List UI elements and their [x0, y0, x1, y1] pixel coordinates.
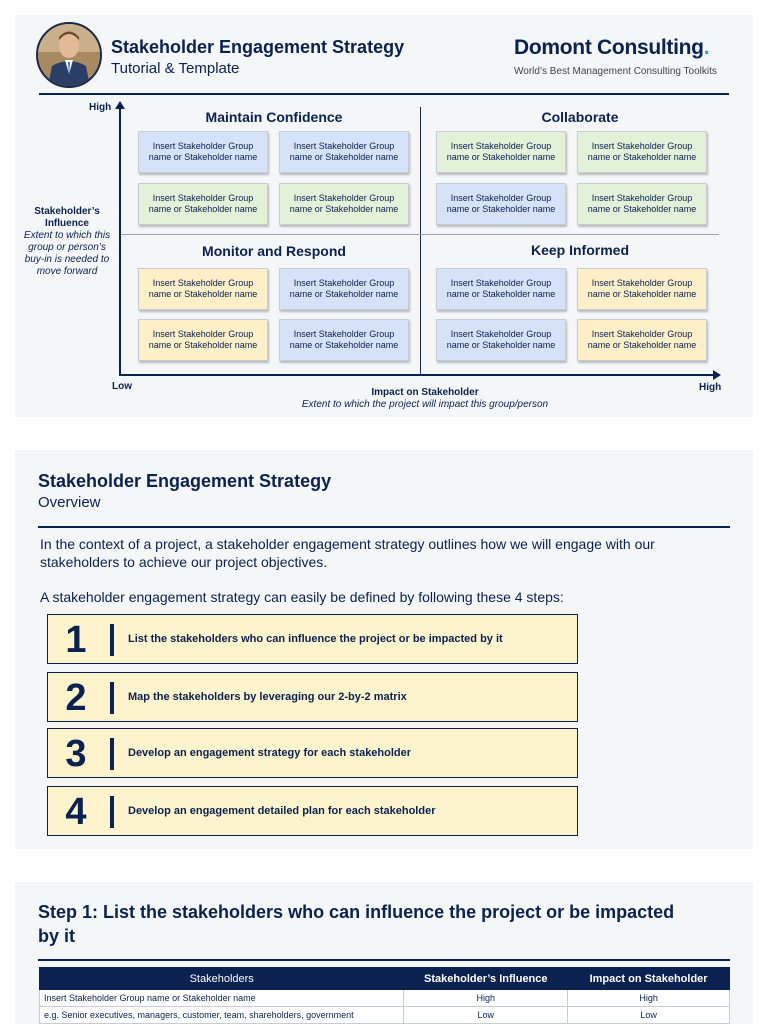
quadrant-title-collaborate: Collaborate — [430, 109, 730, 125]
table-row: Insert Stakeholder Group name or Stakeho… — [40, 990, 730, 1007]
x-axis-title-block: Impact on Stakeholder Extent to which th… — [221, 387, 629, 411]
stakeholder-card[interactable]: Insert Stakeholder Group name or Stakeho… — [577, 268, 707, 310]
overview-intro-paragraph: In the context of a project, a stakehold… — [40, 535, 720, 571]
x-axis-high-label: High — [699, 382, 721, 393]
step-description: Map the stakeholders by leveraging our 2… — [128, 691, 407, 703]
brand-tagline: World’s Best Management Consulting Toolk… — [514, 66, 717, 77]
step-separator — [110, 682, 114, 714]
x-axis-arrow-icon — [713, 370, 721, 380]
step1-title: Step 1: List the stakeholders who can in… — [38, 900, 678, 948]
step-number: 3 — [58, 733, 94, 776]
y-axis-arrow-icon — [115, 101, 125, 109]
stakeholder-card[interactable]: Insert Stakeholder Group name or Stakeho… — [138, 131, 268, 173]
stakeholder-card[interactable]: Insert Stakeholder Group name or Stakeho… — [436, 268, 566, 310]
header-subtitle: Tutorial & Template — [111, 60, 239, 77]
stakeholder-card[interactable]: Insert Stakeholder Group name or Stakeho… — [138, 319, 268, 361]
header-title: Stakeholder Engagement Strategy — [111, 37, 404, 58]
overview-slide: Stakeholder Engagement Strategy Overview… — [15, 450, 753, 849]
overview-steps-intro: A stakeholder engagement strategy can ea… — [40, 588, 720, 606]
step-separator — [110, 796, 114, 828]
stakeholder-cell[interactable]: e.g. Senior executives, managers, custom… — [40, 1007, 404, 1024]
y-axis-line — [119, 107, 121, 375]
y-axis-title-block: Stakeholder’s Influence Extent to which … — [19, 206, 115, 278]
brand-dot: . — [704, 36, 710, 59]
step-number: 1 — [58, 619, 94, 662]
stakeholder-card[interactable]: Insert Stakeholder Group name or Stakeho… — [436, 319, 566, 361]
brand-name: Domont Consulting — [514, 36, 704, 59]
stakeholder-card[interactable]: Insert Stakeholder Group name or Stakeho… — [577, 183, 707, 225]
step-box: 3 Develop an engagement strategy for eac… — [47, 728, 578, 778]
stakeholder-card[interactable]: Insert Stakeholder Group name or Stakeho… — [279, 268, 409, 310]
matrix-horizontal-divider — [121, 234, 719, 235]
impact-cell[interactable]: Low — [568, 1007, 730, 1024]
brand-logo: Domont Consulting. — [514, 36, 709, 60]
matrix-vertical-divider — [420, 107, 421, 374]
overview-subtitle: Overview — [38, 494, 101, 511]
stakeholder-card[interactable]: Insert Stakeholder Group name or Stakeho… — [577, 131, 707, 173]
column-header-impact: Impact on Stakeholder — [568, 968, 730, 990]
step-box: 1 List the stakeholders who can influenc… — [47, 614, 578, 664]
table-header-row: Stakeholders Stakeholder’s Influence Imp… — [40, 968, 730, 990]
overview-divider — [38, 526, 730, 528]
stakeholder-card[interactable]: Insert Stakeholder Group name or Stakeho… — [577, 319, 707, 361]
stakeholder-card[interactable]: Insert Stakeholder Group name or Stakeho… — [279, 319, 409, 361]
column-header-influence: Stakeholder’s Influence — [404, 968, 568, 990]
header-divider — [39, 93, 729, 95]
stakeholder-card[interactable]: Insert Stakeholder Group name or Stakeho… — [138, 268, 268, 310]
step-description: Develop an engagement detailed plan for … — [128, 805, 435, 817]
stakeholder-cell[interactable]: Insert Stakeholder Group name or Stakeho… — [40, 990, 404, 1007]
quadrant-title-maintain-confidence: Maintain Confidence — [124, 109, 424, 125]
step-number: 2 — [58, 677, 94, 720]
impact-cell[interactable]: High — [568, 990, 730, 1007]
author-avatar — [36, 22, 102, 88]
influence-cell[interactable]: High — [404, 990, 568, 1007]
y-axis-description: Extent to which this group or person’s b… — [19, 230, 115, 278]
matrix-slide: Stakeholder Engagement Strategy Tutorial… — [15, 15, 753, 417]
stakeholder-card[interactable]: Insert Stakeholder Group name or Stakeho… — [436, 131, 566, 173]
x-axis-title: Impact on Stakeholder — [221, 387, 629, 399]
step-box: 2 Map the stakeholders by leveraging our… — [47, 672, 578, 722]
influence-cell[interactable]: Low — [404, 1007, 568, 1024]
step-separator — [110, 624, 114, 656]
stakeholder-card[interactable]: Insert Stakeholder Group name or Stakeho… — [436, 183, 566, 225]
step1-divider — [38, 959, 730, 961]
step-separator — [110, 738, 114, 770]
column-header-stakeholders: Stakeholders — [40, 968, 404, 990]
step-box: 4 Develop an engagement detailed plan fo… — [47, 786, 578, 836]
x-axis-description: Extent to which the project will impact … — [221, 399, 629, 411]
quadrant-title-keep-informed: Keep Informed — [430, 242, 730, 258]
x-axis-line — [119, 374, 715, 376]
y-axis-high-label: High — [89, 102, 111, 113]
step1-slide: Step 1: List the stakeholders who can in… — [15, 882, 753, 1024]
x-axis-low-label: Low — [112, 381, 132, 392]
y-axis-title: Stakeholder’s Influence — [19, 206, 115, 230]
stakeholder-table: Stakeholders Stakeholder’s Influence Imp… — [39, 967, 730, 1024]
stakeholder-card[interactable]: Insert Stakeholder Group name or Stakeho… — [279, 131, 409, 173]
stakeholder-card[interactable]: Insert Stakeholder Group name or Stakeho… — [279, 183, 409, 225]
quadrant-title-monitor-and-respond: Monitor and Respond — [124, 243, 424, 259]
table-row: e.g. Senior executives, managers, custom… — [40, 1007, 730, 1024]
step-description: Develop an engagement strategy for each … — [128, 747, 411, 759]
step-description: List the stakeholders who can influence … — [128, 633, 503, 645]
stakeholder-card[interactable]: Insert Stakeholder Group name or Stakeho… — [138, 183, 268, 225]
overview-title: Stakeholder Engagement Strategy — [38, 471, 331, 492]
step-number: 4 — [58, 791, 94, 834]
